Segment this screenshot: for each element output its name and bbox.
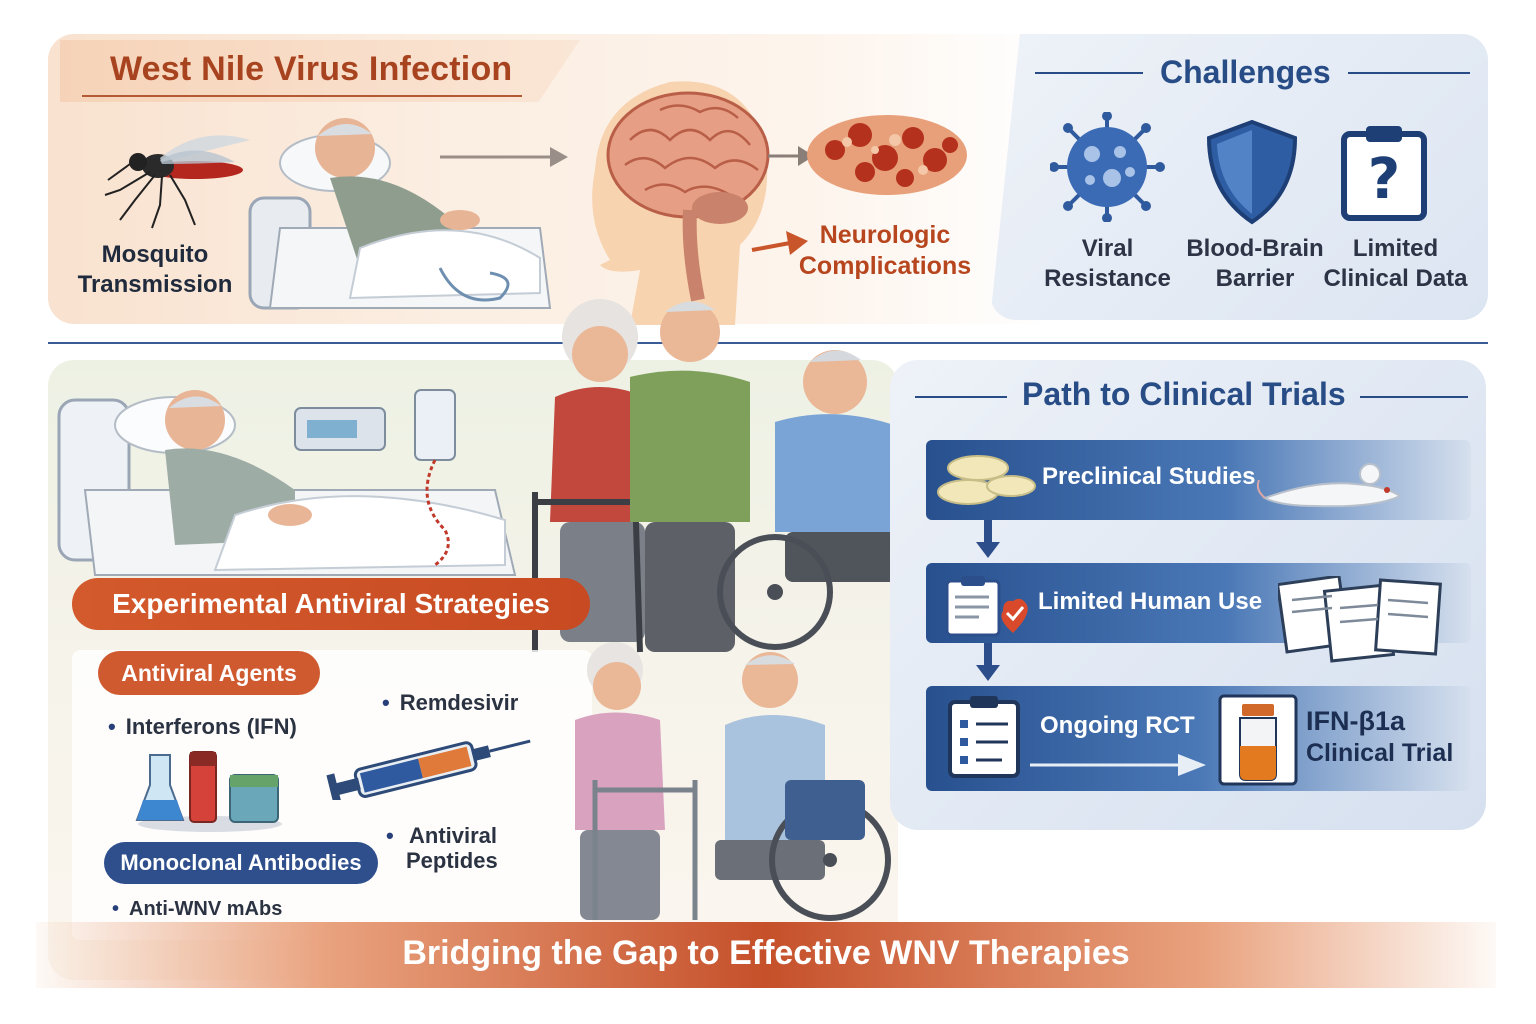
syringe-icon — [325, 730, 535, 800]
antiviral-agents-pill: Antiviral Agents — [98, 651, 320, 695]
elderly-group-illustration — [505, 292, 915, 662]
step-limited-human-use-label: Limited Human Use — [1038, 588, 1263, 615]
patient-in-bed-illustration — [240, 108, 560, 323]
anti-wnv-bullet: Anti-WNV mAbs — [112, 898, 282, 921]
arrow-to-brain-icon — [440, 145, 570, 169]
lab-mouse-icon — [1255, 450, 1405, 510]
peptides-line2: Peptides — [406, 848, 498, 873]
down-arrow-1-icon — [975, 520, 1001, 560]
shield-icon — [1205, 118, 1300, 226]
head-brain-illustration — [570, 60, 780, 325]
mosquito-icon — [100, 120, 270, 230]
caregiver-wheelchair-illustration — [555, 640, 900, 925]
infection-title: West Nile Virus Infection — [110, 50, 513, 88]
virus-icon — [1050, 112, 1165, 222]
hospital-patient-illustration — [55, 380, 525, 580]
inflamed-tissue-icon — [805, 110, 970, 200]
section-divider — [48, 342, 1488, 344]
documents-icon — [1278, 576, 1443, 666]
monoclonal-antibodies-pill: Monoclonal Antibodies — [104, 842, 378, 884]
challenge-label-clinical-data: Limited Clinical Data — [1323, 235, 1468, 292]
clipboard-question-icon: ? — [1340, 124, 1430, 222]
petri-dish-icon — [933, 450, 1038, 515]
svg-text:?: ? — [1368, 147, 1400, 212]
rct-arrow-icon — [1030, 752, 1210, 778]
top-title-ribbon — [60, 40, 580, 102]
arrow-to-complications-icon — [750, 225, 810, 265]
checklist-icon — [946, 694, 1026, 780]
strategies-banner: Experimental Antiviral Strategies — [72, 578, 590, 630]
trials-rule-right — [1360, 396, 1468, 398]
down-arrow-2-icon — [975, 643, 1001, 683]
neurologic-label: Neurologic Complications — [798, 221, 972, 280]
challenge-label-barrier: Blood-Brain Barrier — [1186, 235, 1324, 292]
arrow-to-inflammation-icon — [768, 144, 818, 168]
ifn-trial-label: IFN-β1a Clinical Trial — [1306, 706, 1454, 767]
trials-rule-left — [915, 396, 1007, 398]
clipboard-heart-icon — [945, 575, 1035, 640]
step-preclinical-label: Preclinical Studies — [1042, 463, 1256, 490]
challenges-rule-right — [1348, 72, 1470, 74]
footer-banner — [36, 922, 1496, 988]
challenges-rule-left — [1035, 72, 1143, 74]
remdesivir-bullet: Remdesivir — [382, 690, 519, 716]
vial-icon — [1218, 694, 1298, 786]
vials-icon — [135, 750, 285, 832]
title-underline — [82, 95, 522, 97]
antiviral-peptides-bullet: Antiviral — [386, 822, 497, 850]
step-ongoing-rct-label: Ongoing RCT — [1040, 712, 1195, 739]
challenges-title: Challenges — [1160, 54, 1331, 90]
footer-title: Bridging the Gap to Effective WNV Therap… — [402, 934, 1130, 972]
mosquito-label: Mosquito Transmission — [77, 241, 233, 298]
trials-title: Path to Clinical Trials — [1022, 376, 1346, 412]
interferons-bullet: Interferons (IFN) — [108, 714, 297, 740]
challenge-label-resistance: Viral Resistance — [1044, 235, 1171, 292]
